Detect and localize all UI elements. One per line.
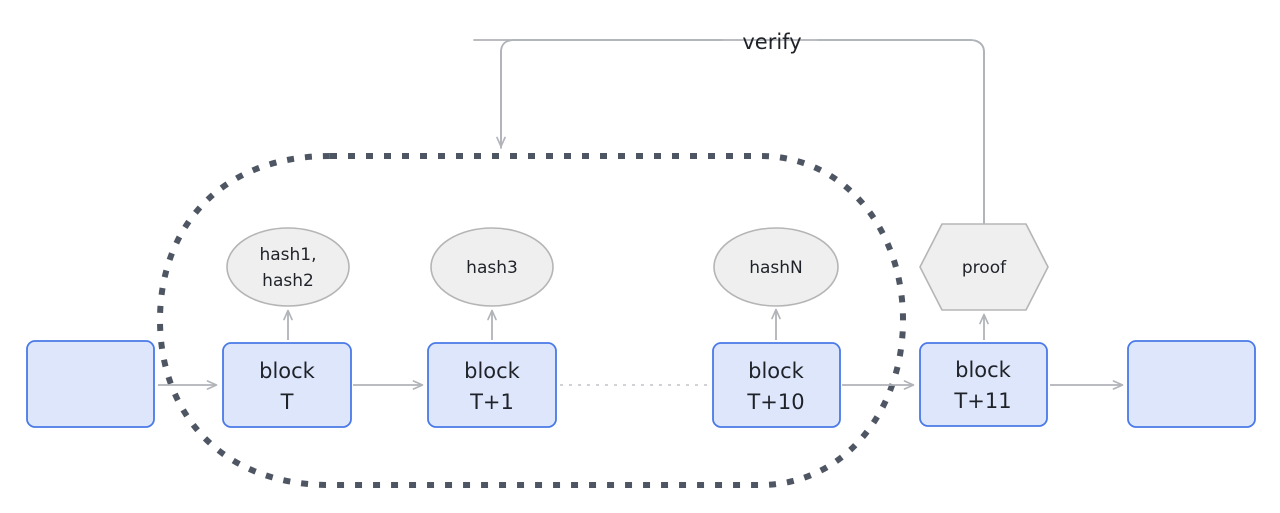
block-t10-line2: T+10 <box>746 390 804 414</box>
block-t10[interactable]: block T+10 <box>712 342 841 428</box>
block-t11-line2: T+11 <box>953 389 1011 413</box>
block-t[interactable]: block T <box>222 342 352 428</box>
block-t-line1: block <box>259 359 316 383</box>
block-left-edge[interactable] <box>26 340 155 428</box>
proof-hexagon[interactable]: proof <box>919 223 1049 311</box>
block-t11-line1: block <box>955 358 1012 382</box>
hash-ellipse-n[interactable]: hashN <box>713 227 839 307</box>
verify-edge: verify <box>473 30 985 225</box>
block-t-line2: T <box>280 390 294 414</box>
batch-boundary <box>156 153 907 488</box>
block-right-edge[interactable] <box>1127 340 1256 428</box>
block-t1[interactable]: block T+1 <box>427 342 557 428</box>
block-t1-line2: T+1 <box>469 390 514 414</box>
block-t1-line1: block <box>464 359 521 383</box>
hash-ellipse-1-line1: hash1, <box>259 245 316 265</box>
hash-ellipse-1[interactable]: hash1, hash2 <box>226 227 350 307</box>
block-t10-line1: block <box>748 359 805 383</box>
hash-ellipse-2-line1: hash3 <box>466 258 518 278</box>
block-t11[interactable]: block T+11 <box>919 342 1048 427</box>
verify-edge-label: verify <box>742 30 801 54</box>
hash-ellipse-n-line1: hashN <box>749 258 803 278</box>
proof-label: proof <box>962 258 1007 278</box>
hash-arrows <box>283 308 989 340</box>
hash-ellipse-1-line2: hash2 <box>262 271 314 291</box>
hash-ellipse-2[interactable]: hash3 <box>430 227 554 307</box>
